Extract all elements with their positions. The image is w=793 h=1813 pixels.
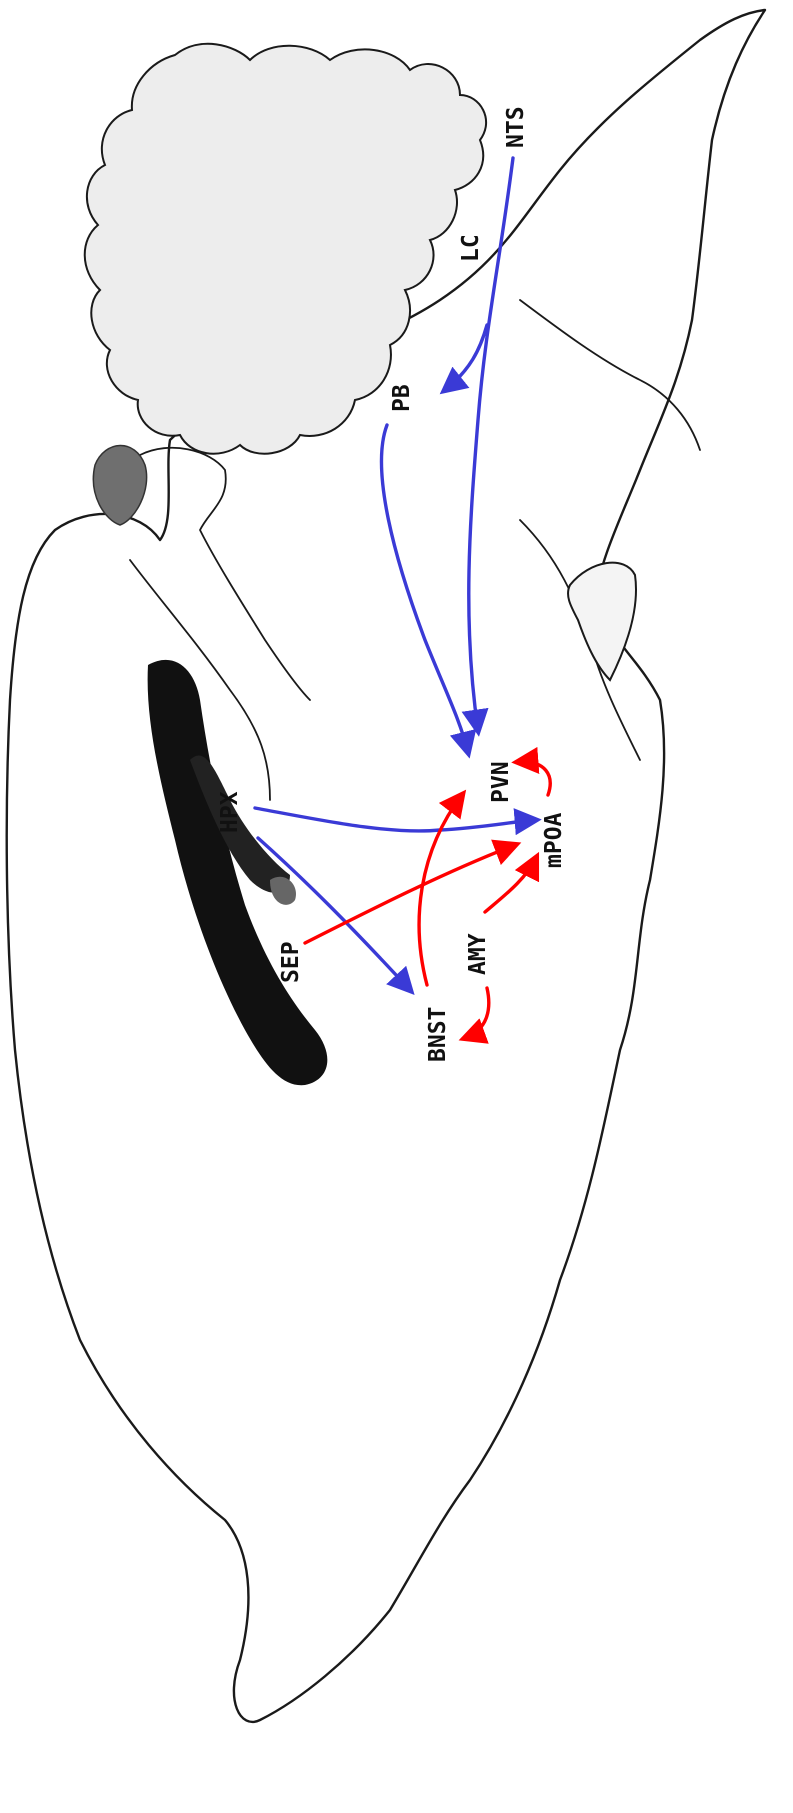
label-bnst: BNST [425, 1007, 451, 1062]
label-hpx: HPX [217, 791, 243, 833]
label-mpoa: mPOA [541, 812, 567, 868]
label-amy: AMY [465, 933, 491, 975]
label-pvn: PVN [488, 761, 514, 803]
label-sep: SEP [278, 941, 304, 983]
label-pb: PB [389, 384, 415, 412]
label-lc: LC [458, 234, 484, 262]
label-nts: NTS [503, 106, 529, 148]
